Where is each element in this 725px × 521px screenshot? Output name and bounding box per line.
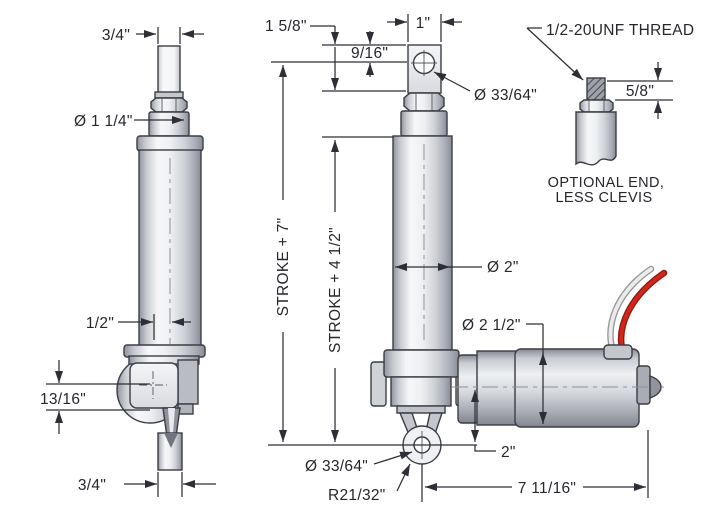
dim-motor-length: 7 11/16" xyxy=(518,480,576,497)
hole-crosshair xyxy=(411,50,437,76)
dim-motor-dia: Ø 2 1/2" xyxy=(462,317,521,334)
clevis-notch xyxy=(164,433,178,448)
collar-side xyxy=(148,111,190,137)
wire-connector xyxy=(603,344,633,360)
rod-nut-side xyxy=(150,97,188,113)
dim-stroke-pin: STROKE + 7" xyxy=(275,218,292,317)
dim-motor-offset: 2" xyxy=(501,444,516,461)
detail-collar xyxy=(575,111,617,166)
motor-end-boss xyxy=(636,365,651,405)
rod-washer xyxy=(154,91,184,99)
side-view: 3/4" Ø 1 1/4" 1/2" 13/16" 3/4" xyxy=(40,27,216,497)
dim-rod-end-hole: Ø 33/64" xyxy=(474,87,537,104)
dim-clevis-length: 1 5/8" xyxy=(265,18,307,35)
motor-body xyxy=(514,348,640,428)
collar-front xyxy=(400,110,448,137)
mount-ear-left xyxy=(370,361,387,407)
motor-mid-ring xyxy=(476,350,518,426)
dim-collar-dia: Ø 1 1/4" xyxy=(74,113,133,130)
dim-stroke-tube: STROKE + 4 1/2" xyxy=(327,227,344,353)
rod-nut-front xyxy=(403,92,445,112)
motor xyxy=(452,265,668,428)
detail-caption-line2: LESS CLEVIS xyxy=(555,190,652,206)
label-thread-spec: 1/2-20UNF THREAD xyxy=(546,22,694,39)
flange-ring-a xyxy=(123,344,206,358)
plate-crosshair xyxy=(139,371,167,399)
housing-strip xyxy=(177,359,199,405)
clevis-neck-slot xyxy=(168,408,175,434)
dim-housing-offset: 13/16" xyxy=(40,391,86,408)
detail-caption-line1: OPTIONAL END, xyxy=(548,175,665,191)
gear-plate xyxy=(129,362,179,409)
housing-block-front xyxy=(390,376,452,407)
dim-clevis-width: 1" xyxy=(416,15,431,32)
dim-clevis-thickness: 3/4" xyxy=(78,477,106,494)
housing-bevel xyxy=(396,405,446,414)
motor-front-ring xyxy=(457,354,480,424)
threaded-stub xyxy=(586,77,606,101)
dim-tube-wall: 1/2" xyxy=(86,315,114,332)
dim-eye-radius: R21/32" xyxy=(328,487,386,504)
dim-hole-offset: 9/16" xyxy=(351,45,388,62)
front-view-dimensions: 1" 1 5/8" 9/16" Ø 33/64" STROKE + 7" STR… xyxy=(265,14,649,504)
housing-ring-front xyxy=(383,349,460,378)
red-wire xyxy=(619,271,666,354)
dim-rod-width: 3/4" xyxy=(102,27,130,44)
front-view xyxy=(370,44,474,465)
tube-cap-side xyxy=(136,135,204,152)
white-wire xyxy=(608,267,653,354)
detail-nut xyxy=(579,99,614,113)
tube-front xyxy=(392,135,453,351)
rod-side xyxy=(157,45,181,98)
dim-base-hole: Ø 33/64" xyxy=(305,458,368,475)
wires xyxy=(607,265,668,356)
detail-view: 1/2-20UNF THREAD 5/8" OPTIONAL END, LESS… xyxy=(526,22,694,206)
dim-thread-length: 5/8" xyxy=(626,83,654,100)
dim-tube-dia: Ø 2" xyxy=(487,259,519,276)
